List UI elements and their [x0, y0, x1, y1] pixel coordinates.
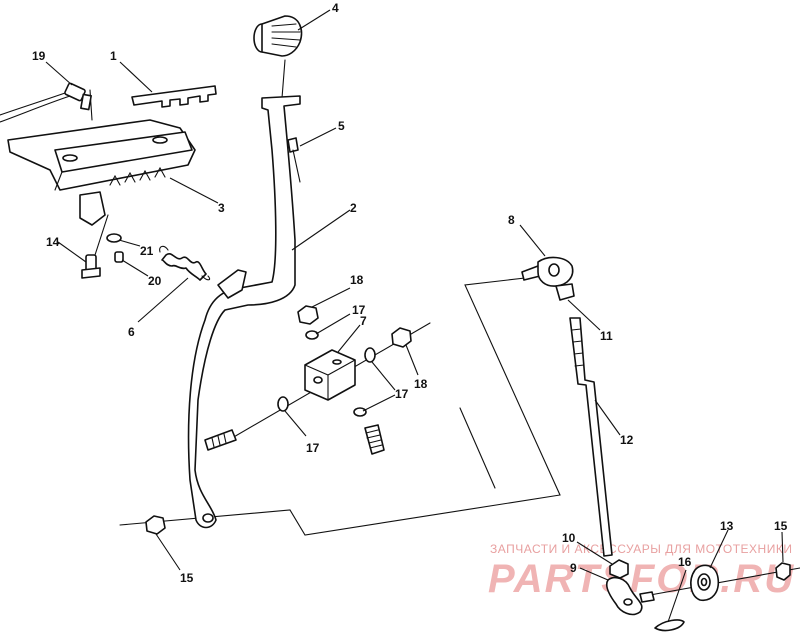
callout-1: 1	[110, 49, 117, 63]
leader-lines	[45, 9, 784, 623]
shift-rod-12	[569, 317, 613, 557]
shift-lever-2	[187, 95, 301, 529]
callout-21: 21	[140, 244, 154, 258]
lever-stud	[204, 429, 237, 451]
nut-15-left	[145, 515, 166, 535]
callout-11: 11	[600, 329, 613, 343]
callout-17-upper: 17	[352, 303, 366, 317]
lever-tab	[217, 269, 247, 299]
bracket-3	[7, 119, 196, 226]
callout-6: 6	[128, 325, 135, 339]
washer-17-left	[277, 396, 289, 412]
joint-body-11	[555, 283, 575, 301]
shift-arm-13	[690, 564, 720, 602]
callout-15-right: 15	[774, 519, 788, 533]
bolt-14	[81, 254, 101, 279]
callout-16: 16	[678, 555, 692, 569]
callout-8: 8	[508, 213, 515, 227]
callout-10: 10	[562, 531, 576, 545]
nut-20	[114, 251, 124, 263]
callout-17-lower: 17	[306, 441, 320, 455]
spring-6	[159, 245, 211, 281]
washer-17-upper	[305, 330, 319, 340]
pin-5	[287, 137, 301, 183]
callout-14: 14	[46, 235, 60, 249]
nut-10	[609, 559, 629, 579]
callout-7: 7	[360, 314, 367, 328]
callout-4: 4	[332, 1, 339, 15]
callout-3: 3	[218, 201, 225, 215]
lever-hole	[202, 513, 214, 523]
guide-line-lower	[459, 407, 496, 489]
callout-9: 9	[570, 561, 577, 575]
nut-18-upper	[297, 305, 319, 325]
ball-joint-9	[605, 576, 655, 616]
watermark-tagline: ЗАПЧАСТИ И АКСЕССУАРЫ ДЛЯ МОТОТЕХНИКИ	[490, 542, 792, 556]
callout-13: 13	[720, 519, 734, 533]
switch-19	[0, 82, 92, 123]
callout-19: 19	[32, 49, 46, 63]
guide-line-rod	[649, 567, 800, 596]
shift-knob-4	[253, 15, 303, 57]
guide-line-knob	[281, 59, 286, 99]
callout-2: 2	[350, 201, 357, 215]
pivot-block-7	[304, 349, 356, 401]
washer-17-lower	[353, 407, 367, 417]
callout-5: 5	[338, 119, 345, 133]
washer-21	[106, 233, 122, 243]
pin-16	[654, 619, 685, 632]
nut-15-right	[775, 562, 791, 581]
guide-line-bolt14	[94, 214, 109, 256]
callout-17-right: 17	[395, 387, 409, 401]
guide-line-main	[119, 277, 561, 536]
gate-plate-1	[131, 85, 217, 108]
nut-18-right	[391, 327, 412, 348]
washer-17-right	[364, 347, 376, 363]
callout-12: 12	[620, 433, 634, 447]
callout-15-left: 15	[180, 571, 194, 585]
ball-joint-8	[521, 256, 574, 287]
callout-18-right: 18	[414, 377, 428, 391]
callout-18-upper: 18	[350, 273, 364, 287]
callout-20: 20	[148, 274, 162, 288]
